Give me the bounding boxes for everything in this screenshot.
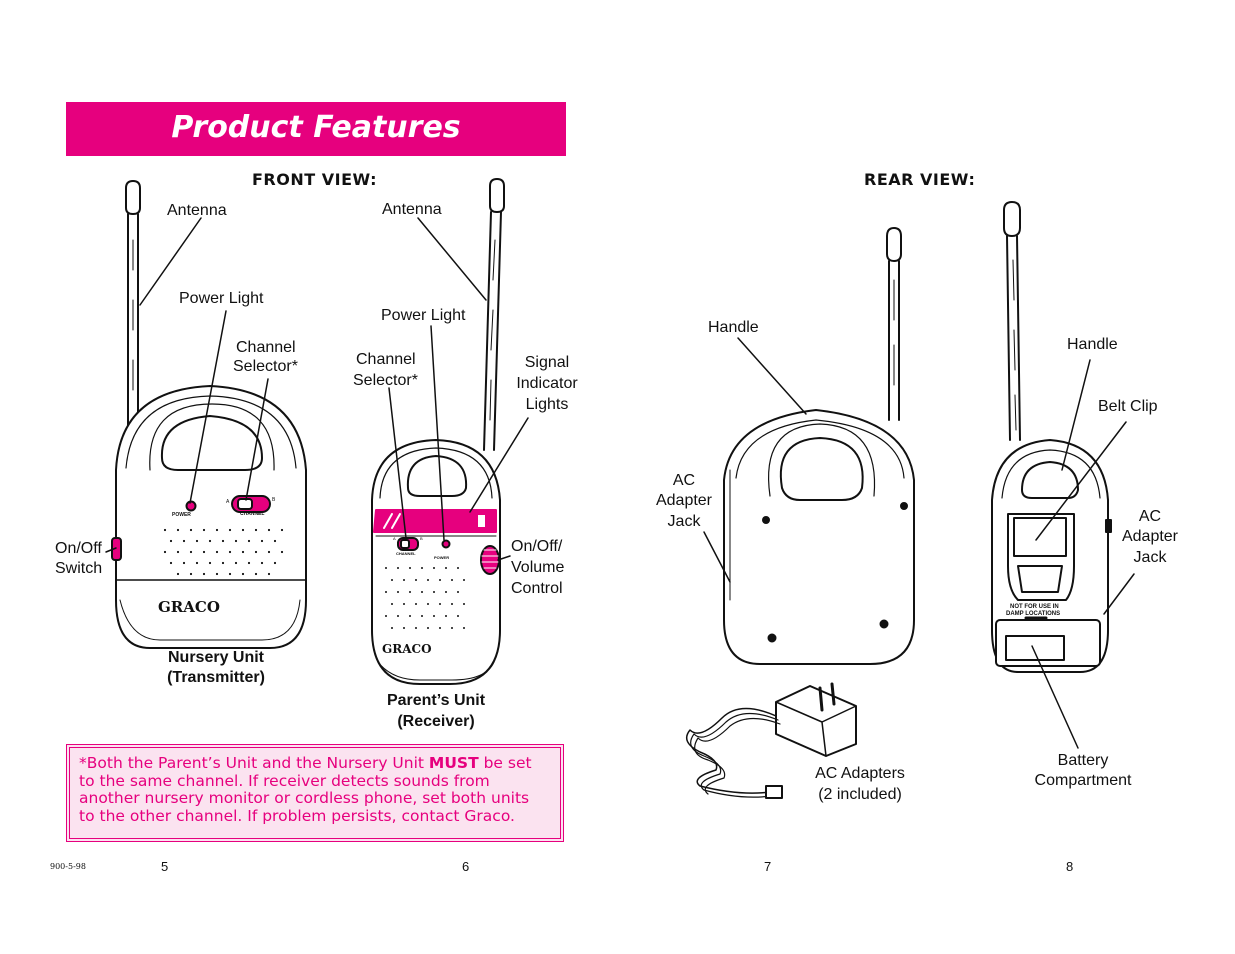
note-part-1: *Both the Parent’s Unit and the Nursery … bbox=[79, 754, 429, 772]
rear-left-ac-jack-label-1: AC bbox=[672, 472, 696, 489]
rear-right-ac-jack-label-3: Jack bbox=[1133, 549, 1167, 566]
nursery-unit-front-drawing bbox=[105, 180, 307, 649]
parent-channel-selector-label-2: Selector* bbox=[353, 372, 418, 389]
parent-power-printed-label: POWER bbox=[434, 555, 450, 560]
parent-unit-front-drawing bbox=[371, 178, 529, 685]
page-number-8: 8 bbox=[1066, 859, 1074, 874]
rear-left-handle-label: Handle bbox=[708, 319, 759, 336]
on-off-switch-label-1: On/Off bbox=[55, 540, 102, 557]
damp-warning-line2: DAMP LOCATIONS bbox=[1006, 611, 1061, 617]
ac-adapters-label-1: AC Adapters bbox=[815, 765, 905, 782]
parent-channel-printed-label: CHANNEL bbox=[396, 551, 416, 556]
nursery-channel-a-label: A bbox=[226, 499, 230, 505]
channel-note-text: *Both the Parent’s Unit and the Nursery … bbox=[79, 754, 545, 825]
rear-left-ac-jack-label-2: Adapter bbox=[655, 492, 713, 509]
nursery-channel-selector-label-1: Channel bbox=[236, 339, 296, 356]
document-code: 900-5-98 bbox=[50, 862, 86, 871]
damp-warning-line1: NOT FOR USE IN bbox=[1010, 604, 1059, 610]
on-off-switch-label-2: Switch bbox=[55, 560, 103, 577]
rear-left-ac-jack-label-3: Jack bbox=[667, 513, 701, 530]
page-number-7: 7 bbox=[764, 859, 772, 874]
parent-channel-a-label: A bbox=[393, 536, 396, 541]
rear-right-ac-jack-label-1: AC bbox=[1138, 508, 1162, 525]
rear-view-heading: REAR VIEW: bbox=[864, 170, 976, 189]
page-number-5: 5 bbox=[161, 859, 169, 874]
signal-lights-label-2: Indicator bbox=[516, 375, 578, 392]
volume-control-label-1: On/Off/ bbox=[511, 538, 563, 555]
nursery-graco-logo: GRACO bbox=[158, 598, 220, 616]
front-view-heading: FRONT VIEW: bbox=[252, 170, 378, 189]
belt-clip-label: Belt Clip bbox=[1098, 398, 1158, 415]
battery-compartment-label-2: Compartment bbox=[1034, 772, 1132, 789]
volume-control-label-2: Volume bbox=[511, 559, 565, 576]
volume-control-label-3: Control bbox=[511, 580, 563, 597]
parent-antenna-label: Antenna bbox=[382, 201, 442, 218]
nursery-channel-b-label: B bbox=[272, 497, 276, 503]
rear-right-handle-label: Handle bbox=[1067, 336, 1118, 353]
parent-power-light-label: Power Light bbox=[381, 307, 466, 324]
title-banner: Product Features bbox=[66, 102, 566, 156]
note-emphasis: MUST bbox=[428, 754, 479, 772]
rear-right-ac-jack-label-2: Adapter bbox=[1121, 528, 1179, 545]
parent-channel-b-label: B bbox=[420, 536, 423, 541]
parent-graco-logo: GRACO bbox=[382, 642, 432, 656]
ac-adapters-label-2: (2 included) bbox=[818, 786, 902, 803]
note-part-2: be set to the same channel. If receiver … bbox=[79, 754, 532, 825]
parent-channel-selector-label-1: Channel bbox=[356, 351, 416, 368]
rear-unit-left-drawing bbox=[703, 227, 915, 665]
nursery-antenna-label: Antenna bbox=[167, 202, 227, 219]
signal-lights-label-3: Lights bbox=[525, 396, 569, 413]
battery-compartment-label-1: Battery bbox=[1057, 752, 1109, 769]
nursery-unit-name-2: (Transmitter) bbox=[167, 669, 265, 686]
rear-unit-right-drawing bbox=[991, 201, 1135, 749]
page-title: Product Features bbox=[171, 110, 461, 145]
nursery-power-printed-label: POWER bbox=[172, 512, 191, 518]
ac-adapter-drawing bbox=[685, 682, 857, 799]
nursery-channel-selector-label-2: Selector* bbox=[233, 358, 298, 375]
nursery-unit-name-1: Nursery Unit bbox=[167, 649, 265, 666]
page-number-6: 6 bbox=[462, 859, 470, 874]
parent-unit-name-1: Parent’s Unit bbox=[386, 692, 486, 709]
parent-unit-name-2: (Receiver) bbox=[397, 713, 475, 730]
channel-note-box: *Both the Parent’s Unit and the Nursery … bbox=[66, 744, 564, 842]
signal-lights-label-1: Signal bbox=[524, 354, 570, 371]
nursery-power-light-label: Power Light bbox=[179, 290, 264, 307]
nursery-channel-printed-label: CHANNEL bbox=[240, 511, 265, 517]
